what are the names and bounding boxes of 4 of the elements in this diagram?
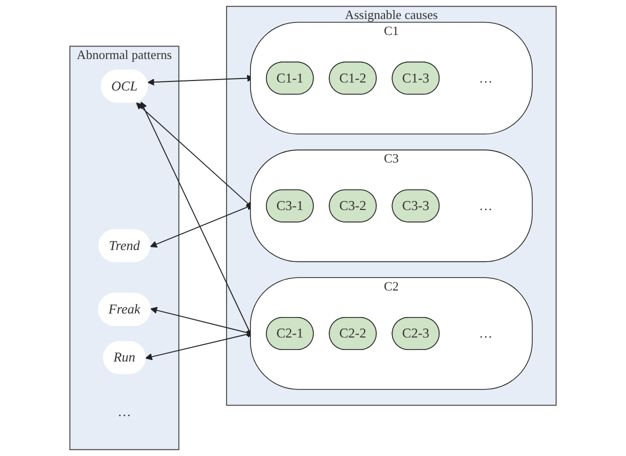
node-text: … (478, 198, 492, 214)
node-text: … (478, 326, 492, 341)
node-text: … (118, 404, 132, 420)
node-text: … (478, 70, 492, 86)
